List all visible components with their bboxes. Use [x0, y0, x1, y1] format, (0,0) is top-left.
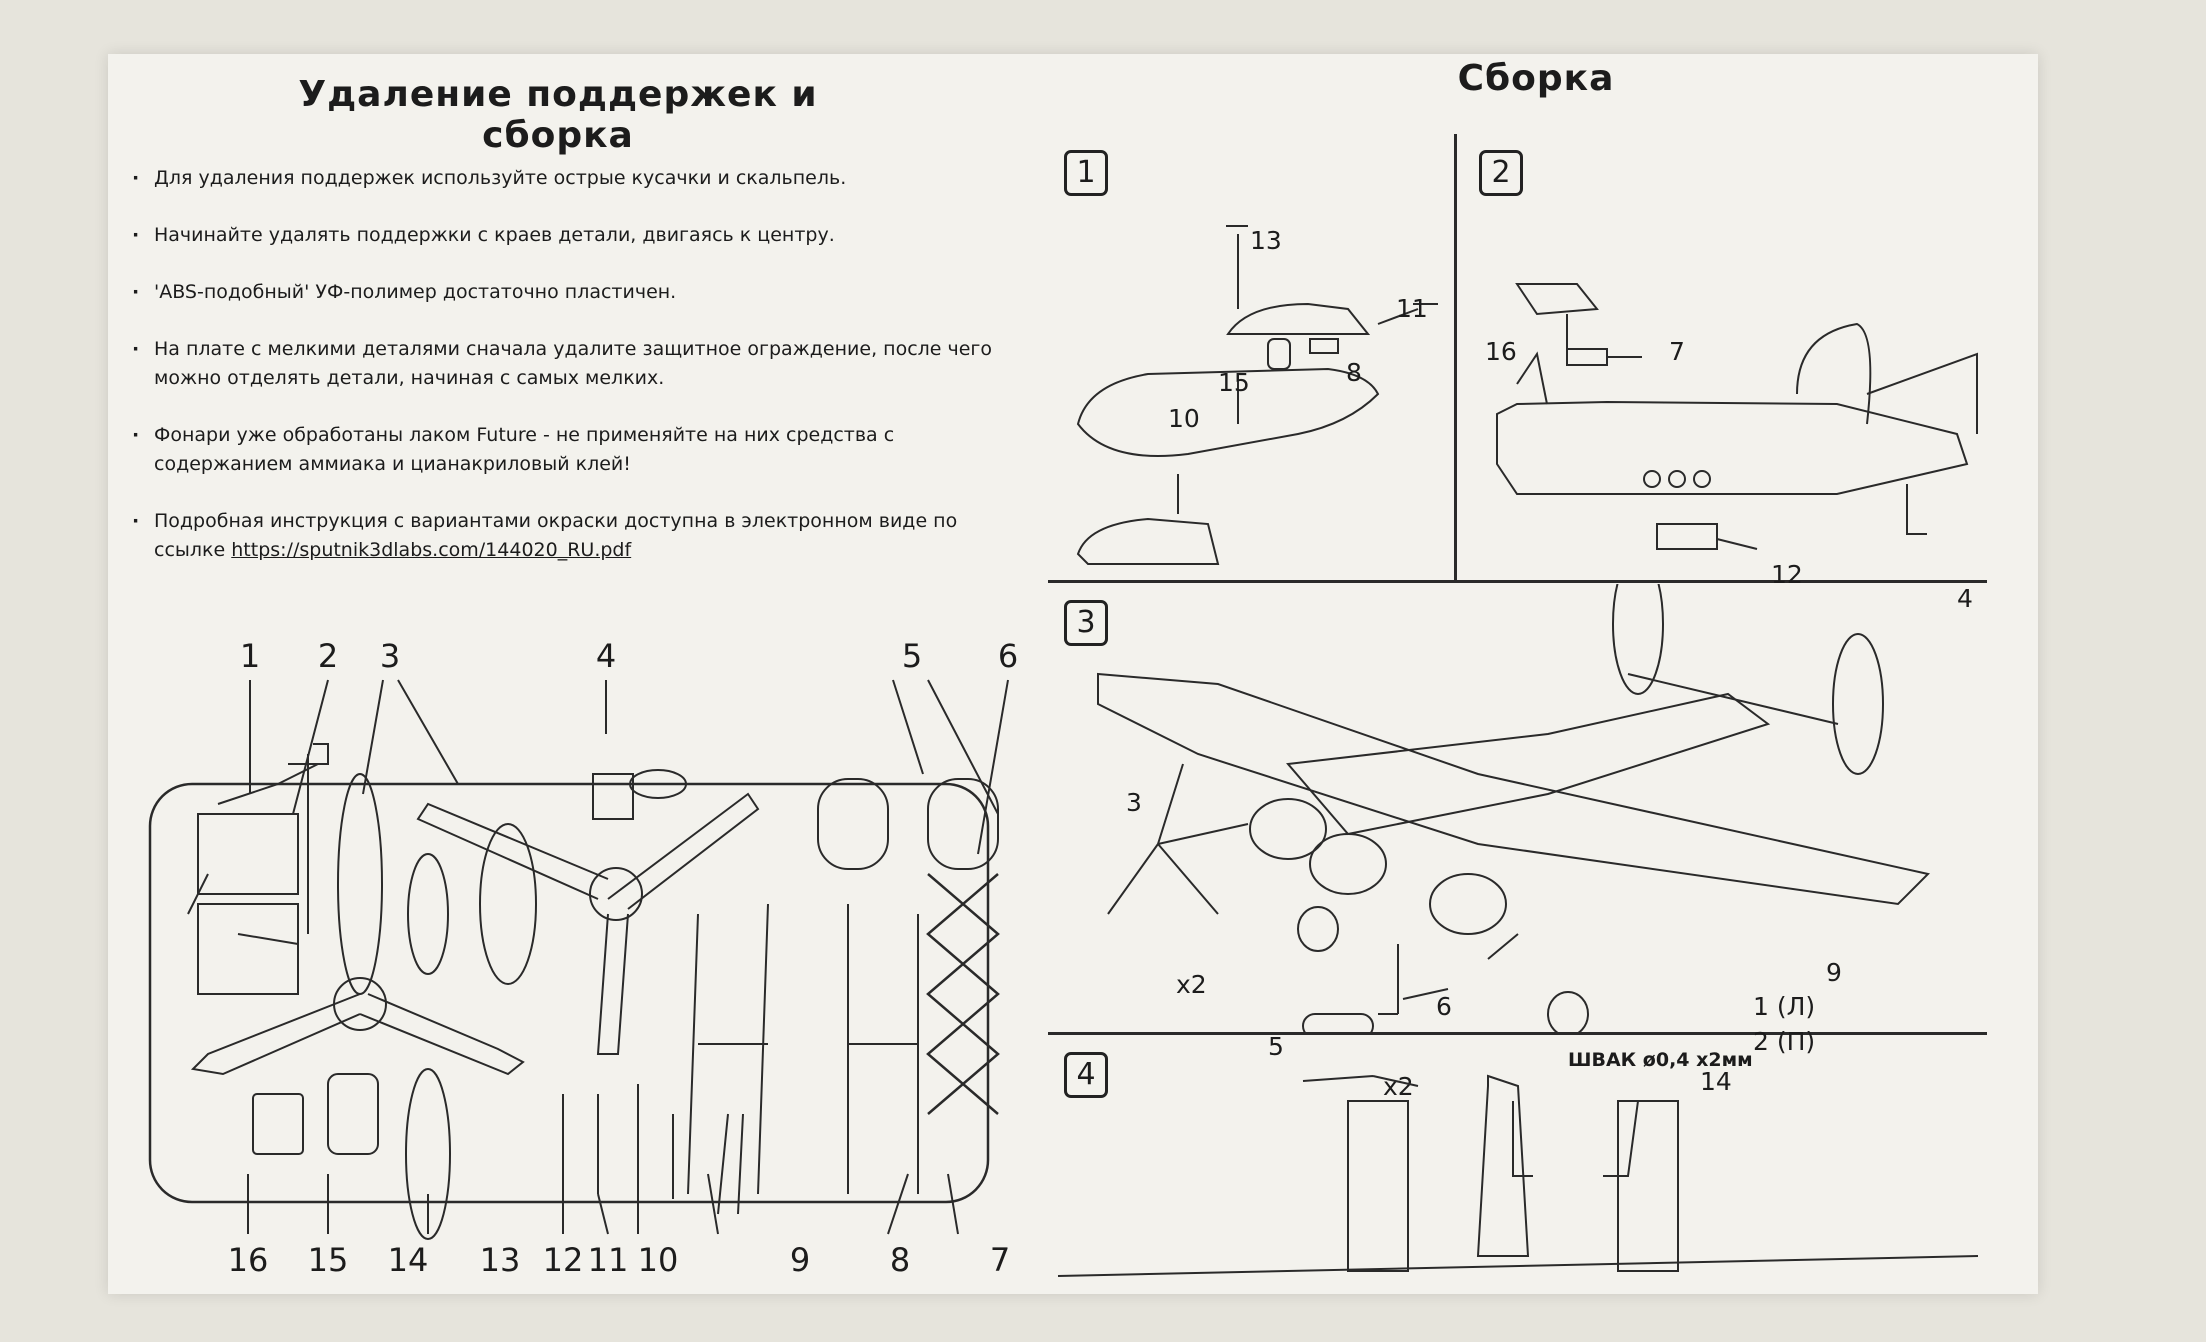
- instruction-item: Подробная инструкция с вариантами окраск…: [128, 507, 1028, 565]
- step-1-number: 1: [1064, 150, 1108, 196]
- step-1-label-15: 15: [1218, 368, 1250, 397]
- sprue-diagram: 1 2 3 4 5 6 16 15 14 13 12 11 10 9 8 7: [128, 614, 1018, 1294]
- step-3-label-3: 3: [1126, 788, 1142, 817]
- assembly-step-2: 2 16 7 12 4: [1457, 134, 1987, 611]
- step-3-label-14: 14: [1700, 1067, 1732, 1096]
- step-3-label-2p: 2 (П): [1753, 1027, 1816, 1056]
- sprue-callout-12: 12: [542, 1241, 584, 1279]
- sprue-callout-1: 1: [239, 637, 261, 675]
- step-2-label-12: 12: [1771, 560, 1803, 589]
- sprue-callout-9: 9: [789, 1241, 811, 1279]
- sprue-callout-2: 2: [317, 637, 339, 675]
- step-2-label-16: 16: [1485, 337, 1517, 366]
- instruction-text: Подробная инструкция с вариантами окраск…: [154, 510, 958, 561]
- step-3-label-6: 6: [1436, 992, 1452, 1021]
- step-3-label-9: 9: [1826, 958, 1842, 987]
- sprue-callout-15: 15: [307, 1241, 349, 1279]
- sprue-callout-16: 16: [227, 1241, 269, 1279]
- step-2-drawing: [1496, 283, 1978, 550]
- step-4-number: 4: [1064, 1052, 1108, 1098]
- instruction-sheet: Удаление поддержек и сборка Сборка Для у…: [108, 54, 2038, 1294]
- step-3-label-5: 5: [1268, 1032, 1284, 1061]
- step-2-label-4: 4: [1957, 584, 1973, 613]
- sprue-callout-8: 8: [889, 1241, 911, 1279]
- sprue-callout-6: 6: [997, 637, 1019, 675]
- instruction-pdf-link[interactable]: https://sputnik3dlabs.com/144020_RU.pdf: [231, 539, 632, 561]
- instruction-item: На плате с мелкими деталями сначала удал…: [128, 335, 1028, 393]
- step-2-number: 2: [1479, 150, 1523, 196]
- sprue-callout-11: 11: [587, 1241, 629, 1279]
- right-section-title: Сборка: [1457, 58, 1615, 99]
- step-3-drawing: [1097, 584, 1930, 1032]
- sprue-callout-10: 10: [637, 1241, 679, 1279]
- sprue-callout-7: 7: [989, 1241, 1011, 1279]
- step-3-label-x2-prop: x2: [1176, 970, 1207, 999]
- assembly-step-4: 4 ШВАК ø0,4 x2мм: [1048, 1036, 1987, 1294]
- step-4-drawing: [1057, 1074, 1979, 1277]
- sprue-callout-3: 3: [379, 637, 401, 675]
- sprue-callout-5: 5: [901, 637, 923, 675]
- instruction-item: Начинайте удалять поддержки с краев дета…: [128, 221, 1028, 250]
- instruction-item: Фонари уже обработаны лаком Future - не …: [128, 421, 1028, 479]
- sprue-callout-13: 13: [479, 1241, 521, 1279]
- sprue-callout-4: 4: [595, 637, 617, 675]
- left-section-title: Удаление поддержек и сборка: [298, 74, 818, 156]
- step-3-number: 3: [1064, 600, 1108, 646]
- step-1-label-11: 11: [1396, 294, 1428, 323]
- assembly-step-3: 3 3 x2 9 1 (Л) 2 (П) 6 5 x2 14: [1048, 584, 1987, 1099]
- assembly-step-1: 1 13 11 15 8 10: [1048, 134, 1457, 583]
- step-3-label-1l: 1 (Л): [1753, 992, 1816, 1021]
- instruction-item: Для удаления поддержек используйте остры…: [128, 164, 1028, 193]
- step-2-label-7: 7: [1669, 337, 1685, 366]
- instruction-item: 'ABS-подобный' УФ-полимер достаточно пла…: [128, 278, 1028, 307]
- sprue-drawing: [148, 679, 1009, 1240]
- step-1-label-10: 10: [1168, 404, 1200, 433]
- step-3-label-x2-tank: x2: [1383, 1072, 1414, 1101]
- sprue-callout-14: 14: [387, 1241, 429, 1279]
- step-1-label-13: 13: [1250, 226, 1282, 255]
- step-1-drawing: [1076, 225, 1438, 565]
- step-4-label-shvak: ШВАК ø0,4 x2мм: [1568, 1049, 1753, 1071]
- step-1-label-8: 8: [1346, 358, 1362, 387]
- instruction-list: Для удаления поддержек используйте остры…: [128, 164, 1028, 593]
